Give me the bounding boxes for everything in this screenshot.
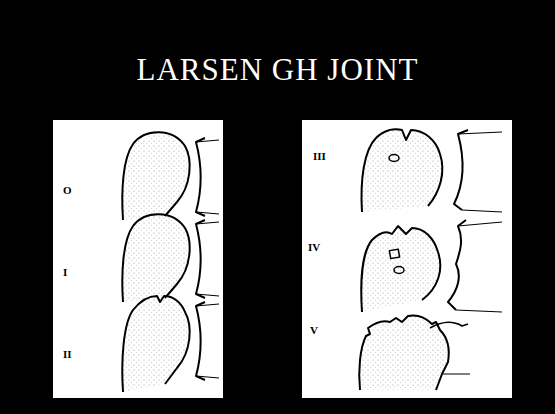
grade-panel: III IV V: [302, 120, 512, 398]
slide-title: LARSEN GH JOINT: [0, 52, 555, 88]
grade-label: II: [63, 348, 72, 360]
joint-illustration: [302, 120, 512, 398]
grade-label: V: [310, 324, 318, 336]
grade-label: III: [313, 150, 326, 162]
joint-illustration: [53, 120, 223, 398]
grade-label: O: [63, 184, 72, 196]
grade-panel: OIII: [53, 120, 223, 398]
grade-label: IV: [308, 241, 320, 253]
grade-label: I: [63, 266, 67, 278]
